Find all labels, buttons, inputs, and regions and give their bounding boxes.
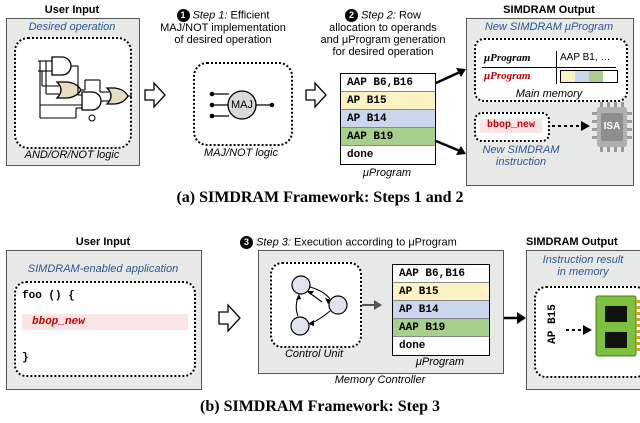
memory-value: AAP B1, …	[560, 52, 611, 63]
uprogram-row: AAP B19	[393, 319, 489, 337]
main-memory-box	[474, 38, 628, 102]
step1-description: 1 Step 1: Efficient MAJ/NOT implementati…	[154, 9, 292, 46]
state-node-icon	[328, 295, 348, 315]
step2-description: 2 Step 2: Row allocation to operands and…	[308, 9, 458, 58]
step3-description: 3 Step 3: Execution according to μProgra…	[240, 236, 510, 249]
main-memory-label: Main memory	[515, 88, 583, 100]
memory-header: μProgram	[484, 52, 531, 64]
app-label: SIMDRAM-enabled application	[27, 263, 179, 275]
control-unit-label: Control Unit	[284, 348, 344, 360]
bottom-output-title: SIMDRAM Output	[526, 236, 618, 248]
state-node-icon	[291, 275, 311, 295]
result-a: Instruction result	[542, 254, 624, 266]
uprogram-row: AAP B6,B16	[341, 74, 435, 92]
step2-text-b: allocation to operands	[329, 22, 437, 34]
caption-a: (a) SIMDRAM Framework: Steps 1 and 2	[176, 189, 464, 206]
code-highlight	[22, 314, 188, 330]
step2-badge: 2	[345, 9, 358, 22]
maj-label: MAJ	[231, 99, 253, 111]
step2-text-a: Row	[395, 9, 421, 22]
step1-text-a: Efficient	[227, 9, 270, 22]
step1-text-b: MAJ/NOT implementation	[160, 22, 286, 34]
or-gate-icon	[55, 81, 82, 99]
new-instruction-b: instruction	[495, 156, 547, 168]
code-bbop: bbop_new	[32, 316, 85, 328]
caption-b: (b) SIMDRAM Framework: Step 3	[200, 398, 440, 415]
maj-gate-icon	[227, 90, 257, 120]
uprogram-row: AAP B19	[341, 128, 435, 146]
step2-label: Step 2:	[361, 9, 396, 22]
step3-badge: 3	[240, 236, 253, 249]
uprogram-label: μProgram	[362, 167, 412, 179]
memory-red-program: μProgram	[484, 70, 531, 82]
and-gate-icon	[51, 56, 72, 76]
arrow-right-icon	[374, 300, 382, 310]
and-gate-icon	[81, 91, 102, 111]
step1-badge: 1	[176, 9, 190, 22]
user-input-title: User Input	[44, 4, 100, 16]
arrow-right-icon	[581, 121, 590, 131]
step2-text-d: for desired operation	[332, 46, 434, 58]
or-gate-icon	[105, 87, 129, 105]
code-line-foo: foo () {	[22, 290, 75, 302]
bottom-uprogram-table: AAP B6,B16 AP B15 AP B14 AAP B19 done	[392, 264, 490, 356]
uprogram-row: AP B15	[393, 283, 489, 301]
uprogram-row: AP B14	[341, 110, 435, 128]
new-uprogram-label: New SIMDRAM μProgram	[484, 21, 614, 33]
uprogram-row: AP B15	[341, 92, 435, 110]
memory-row	[482, 50, 616, 68]
bottom-user-input-title: User Input	[75, 236, 131, 248]
isa-label: ISA	[603, 121, 621, 132]
desired-operation-label: Desired operation	[28, 21, 116, 33]
result-b: in memory	[557, 266, 609, 278]
step3-text: Execution according to μProgram	[290, 236, 457, 249]
code-close-brace: }	[22, 352, 29, 364]
state-node-icon	[290, 316, 310, 336]
memory-divider	[556, 51, 557, 84]
step1-label: Step 1:	[192, 9, 228, 22]
result-label: Instruction result in memory	[526, 254, 640, 278]
uprogram-row: AP B14	[393, 301, 489, 319]
uprogram-row: AAP B6,B16	[393, 265, 489, 283]
memory-color-bar	[560, 70, 618, 83]
step2-text-c: and μProgram generation	[320, 34, 446, 46]
maj-logic-label: MAJ/NOT logic	[204, 147, 278, 159]
memory-controller-label: Memory Controller	[334, 374, 426, 386]
new-instruction-a: New SIMDRAM	[482, 144, 560, 156]
step3-label: Step 3:	[256, 236, 291, 249]
new-instruction-label: New SIMDRAM instruction	[466, 144, 576, 168]
output-title: SIMDRAM Output	[503, 4, 595, 16]
uprogram-table: AAP B6,B16 AP B15 AP B14 AAP B19 done	[340, 73, 436, 165]
uprogram-row: done	[399, 340, 426, 352]
arrow-right-icon	[583, 325, 592, 335]
logic-label: AND/OR/NOT logic	[24, 149, 120, 161]
bbop-instruction: bbop_new	[480, 119, 542, 133]
step1-text-c: of desired operation	[174, 34, 272, 46]
uprogram-row: done	[347, 149, 374, 161]
bottom-uprogram-label: μProgram	[415, 356, 465, 368]
